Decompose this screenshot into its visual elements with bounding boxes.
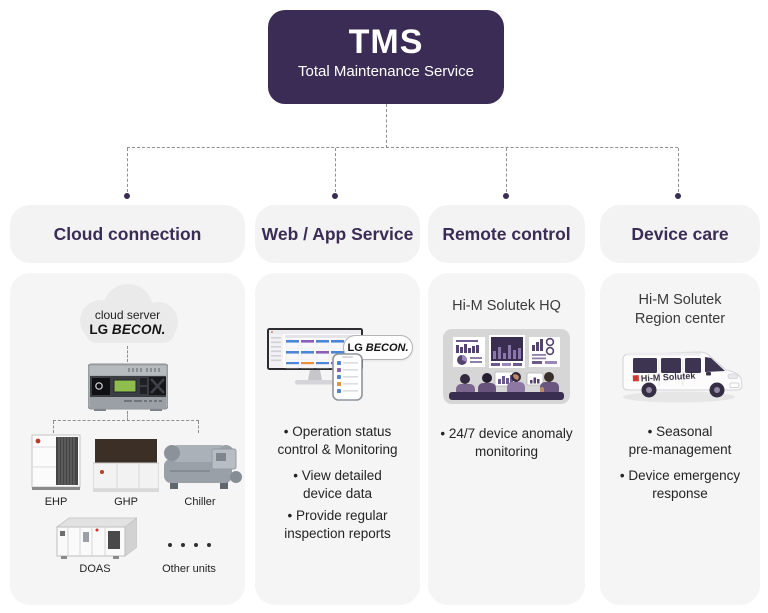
column-body-device-care: Hi-M Solutek Region center Hi-M Solutek xyxy=(600,273,760,605)
unit-label-chiller: Chiller xyxy=(184,496,216,508)
unit-label-doas: DOAS xyxy=(79,563,111,575)
control-room-illustration xyxy=(443,329,570,404)
tms-title: TMS xyxy=(348,23,424,61)
becon-brand-text: BECON. xyxy=(365,341,409,354)
connector-root-stem xyxy=(386,104,387,148)
column-body-web-app-service: LG BECON. xyxy=(255,273,420,605)
lg-becon-cloud-brand: LG BECON. xyxy=(10,322,245,337)
hq-subheading: Hi-M Solutek HQ xyxy=(452,298,561,314)
phone-app-illustration xyxy=(332,353,363,406)
doas-unit-illustration xyxy=(55,517,137,559)
column-header-web-app-service: Web / App Service xyxy=(255,205,420,263)
unit-label-other-units: Other units xyxy=(162,563,216,575)
connector-units-drop-left xyxy=(53,421,54,433)
unit-label-ghp: GHP xyxy=(114,496,138,508)
becon-brand-text: BECON. xyxy=(111,322,166,337)
becon-controller-illustration xyxy=(88,363,168,411)
connector-controller-to-units xyxy=(127,411,128,421)
lg-brand-text: LG xyxy=(89,322,109,337)
unit-label-ehp: EHP xyxy=(44,496,68,508)
column-header-label: Device care xyxy=(631,223,729,244)
region-center-subheading: Hi-M Solutek Region center xyxy=(634,292,726,328)
phone-icon xyxy=(332,353,363,401)
bullet-seasonal-premanagement: • Seasonal pre-management xyxy=(628,424,732,457)
connector-crossbar xyxy=(127,147,678,148)
ghp-unit-illustration xyxy=(93,439,159,492)
connector-dot-cloud xyxy=(124,193,130,199)
column-header-device-care: Device care xyxy=(600,205,760,263)
connector-dot-webapp xyxy=(332,193,338,199)
column-body-remote-control: Hi-M Solutek HQ xyxy=(428,273,585,605)
bullet-anomaly-monitoring: • 24/7 device anomaly monitoring xyxy=(440,426,573,459)
cloud-server-label: cloud server xyxy=(94,308,161,322)
bullet-emergency-response: • Device emergency response xyxy=(619,468,741,501)
connector-dot-remote xyxy=(503,193,509,199)
column-header-label: Web / App Service xyxy=(261,223,414,244)
connector-drop-cloud xyxy=(127,148,128,192)
connector-drop-webapp xyxy=(335,148,336,192)
bullet-inspection-reports: • Provide regular inspection reports xyxy=(284,508,391,541)
tms-subtitle: Total Maintenance Service xyxy=(298,63,474,80)
connector-drop-devicecare xyxy=(678,148,679,192)
connector-drop-remote xyxy=(506,148,507,192)
lg-brand-text: LG xyxy=(347,341,363,354)
column-header-remote-control: Remote control xyxy=(428,205,585,263)
column-header-label: Remote control xyxy=(442,223,571,244)
service-van-illustration: Hi-M Solutek xyxy=(622,351,743,403)
tms-root-box: TMS Total Maintenance Service xyxy=(268,10,504,104)
column-header-label: Cloud connection xyxy=(53,223,202,244)
connector-cloud-to-controller xyxy=(127,346,128,362)
chiller-unit-illustration xyxy=(164,445,242,489)
ehp-unit-illustration xyxy=(31,434,81,490)
connector-units-crossbar xyxy=(53,420,199,421)
bullet-operation-status: • Operation status control & Monitoring xyxy=(277,424,398,457)
connector-units-drop-right xyxy=(198,421,199,433)
column-header-cloud-connection: Cloud connection xyxy=(10,205,245,263)
connector-dot-devicecare xyxy=(675,193,681,199)
bullet-view-device-data: • View detailed device data xyxy=(293,468,382,501)
column-body-cloud-connection: cloud server LG BECON. xyxy=(10,273,245,605)
van-side-label: Hi-M Solutek xyxy=(641,371,697,384)
other-units-dots-icon xyxy=(158,543,220,547)
cloud-icon xyxy=(80,284,178,343)
